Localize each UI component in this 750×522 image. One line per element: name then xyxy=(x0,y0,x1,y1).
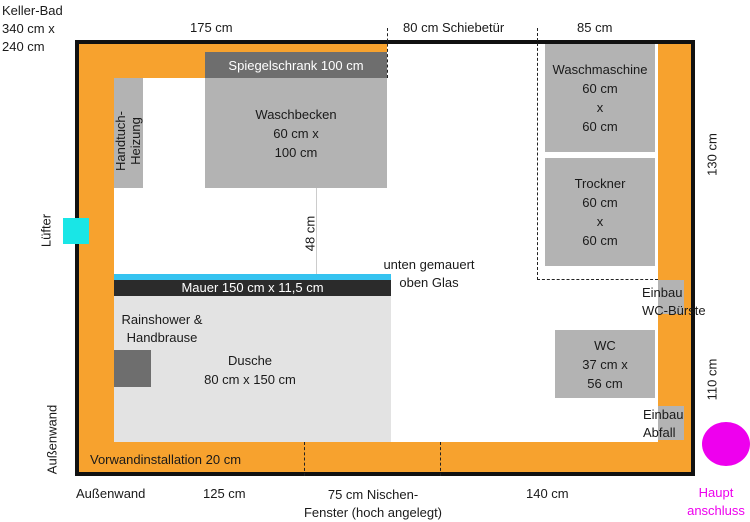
wc-line3: 56 cm xyxy=(587,375,623,391)
mirror-cabinet-label: Spiegelschrank 100 cm xyxy=(228,57,364,73)
glass-partition xyxy=(114,274,391,280)
towel-heater-line1: Handtuch- xyxy=(113,111,128,171)
title-line3: 240 cm xyxy=(2,39,45,54)
towel-heater-label: Handtuch- Heizung xyxy=(113,91,143,191)
dim-bottom-right: 140 cm xyxy=(526,486,569,501)
dryer-line4: 60 cm xyxy=(582,233,618,248)
fan-icon xyxy=(63,218,89,244)
rainshower-label: Rainshower & Handbrause xyxy=(114,311,210,347)
waste-insert xyxy=(658,406,684,440)
wc-brush-line2: WC-Bürste xyxy=(642,303,706,318)
washing-machine: Waschmaschine 60 cm x 60 cm xyxy=(545,44,655,152)
dryer: Trockner 60 cm x 60 cm xyxy=(545,158,655,266)
main-connection-line1: Haupt xyxy=(698,485,734,500)
wc-line1: WC xyxy=(594,337,616,353)
gap-line xyxy=(316,188,317,274)
washing-machine-line1: Waschmaschine xyxy=(552,62,648,77)
rainshower-fixture xyxy=(114,350,151,387)
rainshower-line1: Rainshower & xyxy=(121,312,203,327)
fan-label: Lüfter xyxy=(38,213,54,248)
main-connection-line2: anschluss xyxy=(687,503,745,518)
dim-right-lower: 110 cm xyxy=(704,358,720,401)
wall-note-line2: oben Glas xyxy=(399,275,459,290)
washing-machine-line3: x xyxy=(596,100,604,115)
dim-gap: 48 cm xyxy=(302,215,318,252)
top-outline-segment xyxy=(387,40,658,44)
wc-line2: 37 cm x xyxy=(582,356,628,372)
niche-mark-left xyxy=(304,442,305,476)
shower-line2: 80 cm x 150 cm xyxy=(204,372,296,387)
bottom-wall-label: Außenwand xyxy=(76,486,146,501)
dryer-line1: Trockner xyxy=(574,176,626,191)
title-line2: 340 cm x xyxy=(2,21,55,36)
installation-label: Vorwandinstallation 20 cm xyxy=(90,452,242,467)
niche-mark-right xyxy=(440,442,441,476)
dim-right-upper: 130 cm xyxy=(704,133,720,176)
partition-wall: Mauer 150 cm x 11,5 cm xyxy=(114,280,391,296)
dim-top-door: 80 cm Schiebetür xyxy=(403,20,505,35)
dryer-line3: x xyxy=(596,214,604,229)
washing-machine-line4: 60 cm xyxy=(582,119,618,134)
wc-brush-label: Einbau WC-Bürste xyxy=(642,284,706,320)
door-mark-left xyxy=(387,28,388,78)
waste-line1: Einbau xyxy=(643,407,684,422)
sink-line3: 100 cm xyxy=(274,144,318,160)
plan-title: Keller-Bad 340 cm x 240 cm xyxy=(2,2,63,56)
rainshower-line2: Handbrause xyxy=(126,330,198,345)
dim-bottom-niche: 75 cm Nischen- Fenster (hoch angelegt) xyxy=(293,486,453,522)
shower-label: Dusche 80 cm x 150 cm xyxy=(180,348,320,392)
wall-note: unten gemauert oben Glas xyxy=(374,256,484,292)
partition-wall-label: Mauer 150 cm x 11,5 cm xyxy=(181,280,324,295)
wc: WC 37 cm x 56 cm xyxy=(555,330,655,398)
dim-top-left: 175 cm xyxy=(190,20,233,35)
shower-area xyxy=(114,296,391,442)
utility-divider xyxy=(537,28,538,280)
title-line1: Keller-Bad xyxy=(2,3,63,18)
dim-top-right: 85 cm xyxy=(577,20,613,35)
dim-bottom-left: 125 cm xyxy=(203,486,246,501)
sink-line1: Waschbecken xyxy=(255,106,337,122)
dim-bottom-niche-line1: 75 cm Nischen- xyxy=(327,487,419,502)
dryer-line2: 60 cm xyxy=(582,195,618,210)
sink-line2: 60 cm x xyxy=(273,125,319,141)
main-connection-icon xyxy=(702,422,750,466)
wc-brush-line1: Einbau xyxy=(642,285,683,300)
main-connection-label: Haupt anschluss xyxy=(682,484,750,520)
left-wall-label: Außenwand xyxy=(44,404,60,475)
mirror-cabinet: Spiegelschrank 100 cm xyxy=(205,52,387,78)
sink: Waschbecken 60 cm x 100 cm xyxy=(205,78,387,188)
washing-machine-line2: 60 cm xyxy=(582,81,618,96)
utility-divider-bottom xyxy=(537,279,658,280)
wc-brush-insert xyxy=(658,280,684,314)
dim-bottom-niche-line2: Fenster (hoch angelegt) xyxy=(303,505,443,520)
wall-note-line1: unten gemauert xyxy=(383,257,475,272)
waste-line2: Abfall xyxy=(643,425,676,440)
shower-line1: Dusche xyxy=(227,353,273,368)
towel-heater xyxy=(114,78,143,188)
waste-label: Einbau Abfall xyxy=(643,406,683,442)
towel-heater-line2: Heizung xyxy=(128,117,143,165)
